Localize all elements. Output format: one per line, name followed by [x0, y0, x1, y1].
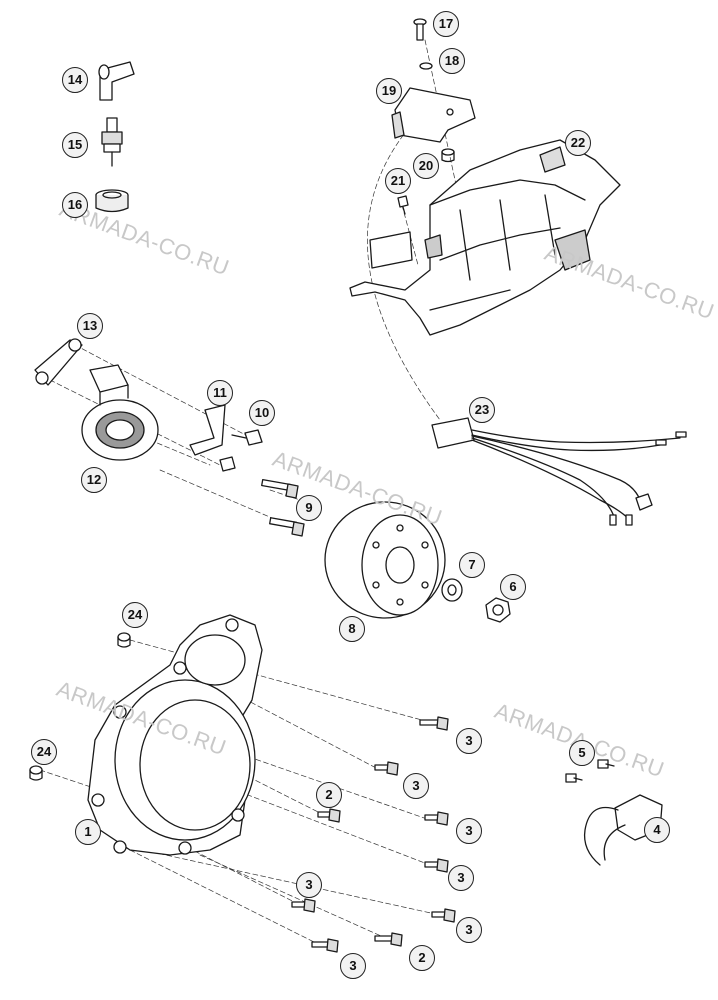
- connector-block-part-19: [391, 87, 476, 143]
- washer-part-7: [441, 578, 463, 602]
- callout-3b[interactable]: 3: [403, 773, 429, 799]
- callout-13[interactable]: 13: [77, 313, 103, 339]
- callout-15[interactable]: 15: [62, 132, 88, 158]
- callout-24a[interactable]: 24: [122, 602, 148, 628]
- callout-8[interactable]: 8: [339, 616, 365, 642]
- bolt-part-9: [261, 478, 299, 499]
- callout-10[interactable]: 10: [249, 400, 275, 426]
- dowel-part-24a: [117, 632, 131, 648]
- stator-part-12: [81, 364, 159, 461]
- callout-12[interactable]: 12: [81, 467, 107, 493]
- ignition-cover-part-1: [87, 614, 263, 856]
- callout-16[interactable]: 16: [62, 192, 88, 218]
- cover-bolt-d: [424, 811, 449, 826]
- washer-part-18: [419, 62, 433, 70]
- cover-bolt-c: [317, 808, 341, 823]
- dowel-part-24b: [29, 765, 43, 781]
- callout-2b[interactable]: 2: [409, 945, 435, 971]
- bushing-part-20: [441, 148, 455, 163]
- bolt-part-10b: [219, 456, 236, 472]
- callout-14[interactable]: 14: [62, 67, 88, 93]
- nut-part-6: [485, 597, 511, 623]
- flywheel-part-8: [324, 501, 446, 619]
- clamp-strip-part-13: [34, 338, 83, 386]
- callout-24b[interactable]: 24: [31, 739, 57, 765]
- callout-3a[interactable]: 3: [456, 728, 482, 754]
- callout-3c[interactable]: 3: [456, 818, 482, 844]
- callout-2a[interactable]: 2: [316, 782, 342, 808]
- callout-22[interactable]: 22: [565, 130, 591, 156]
- callout-5[interactable]: 5: [569, 740, 595, 766]
- cable-guide-part-11: [189, 404, 226, 456]
- cover-bolt-g: [431, 908, 456, 923]
- screw-part-17: [413, 18, 427, 41]
- callout-3d[interactable]: 3: [448, 865, 474, 891]
- cover-bolt-h: [374, 932, 403, 947]
- cover-bolt-b: [374, 761, 399, 776]
- callout-9[interactable]: 9: [296, 495, 322, 521]
- callout-11[interactable]: 11: [207, 380, 233, 406]
- plug-seal-part-16: [95, 189, 129, 213]
- spark-plug-cap-part-14: [98, 61, 135, 101]
- callout-23[interactable]: 23: [469, 397, 495, 423]
- callout-7[interactable]: 7: [459, 552, 485, 578]
- callout-3g[interactable]: 3: [340, 953, 366, 979]
- wiring-harness-part-23: [431, 417, 687, 526]
- electronics-bracket-part-22: [349, 139, 621, 336]
- callout-3e[interactable]: 3: [296, 872, 322, 898]
- cover-bolt-i: [311, 938, 339, 953]
- callout-1[interactable]: 1: [75, 819, 101, 845]
- bolt-part-5b: [565, 773, 583, 783]
- callout-19[interactable]: 19: [376, 78, 402, 104]
- callout-21[interactable]: 21: [385, 168, 411, 194]
- callout-6[interactable]: 6: [500, 574, 526, 600]
- cover-bolt-f: [291, 898, 316, 913]
- bolt-part-9b: [269, 517, 305, 537]
- callout-20[interactable]: 20: [413, 153, 439, 179]
- bolt-part-5a: [597, 759, 615, 769]
- callout-4[interactable]: 4: [644, 817, 670, 843]
- cover-bolt-e: [424, 858, 449, 873]
- cover-bolt-a: [419, 716, 449, 731]
- bolt-part-21: [397, 195, 409, 215]
- spark-plug-part-15: [101, 117, 123, 167]
- bolt-part-10: [231, 429, 263, 446]
- callout-18[interactable]: 18: [439, 48, 465, 74]
- callout-17[interactable]: 17: [433, 11, 459, 37]
- callout-3f[interactable]: 3: [456, 917, 482, 943]
